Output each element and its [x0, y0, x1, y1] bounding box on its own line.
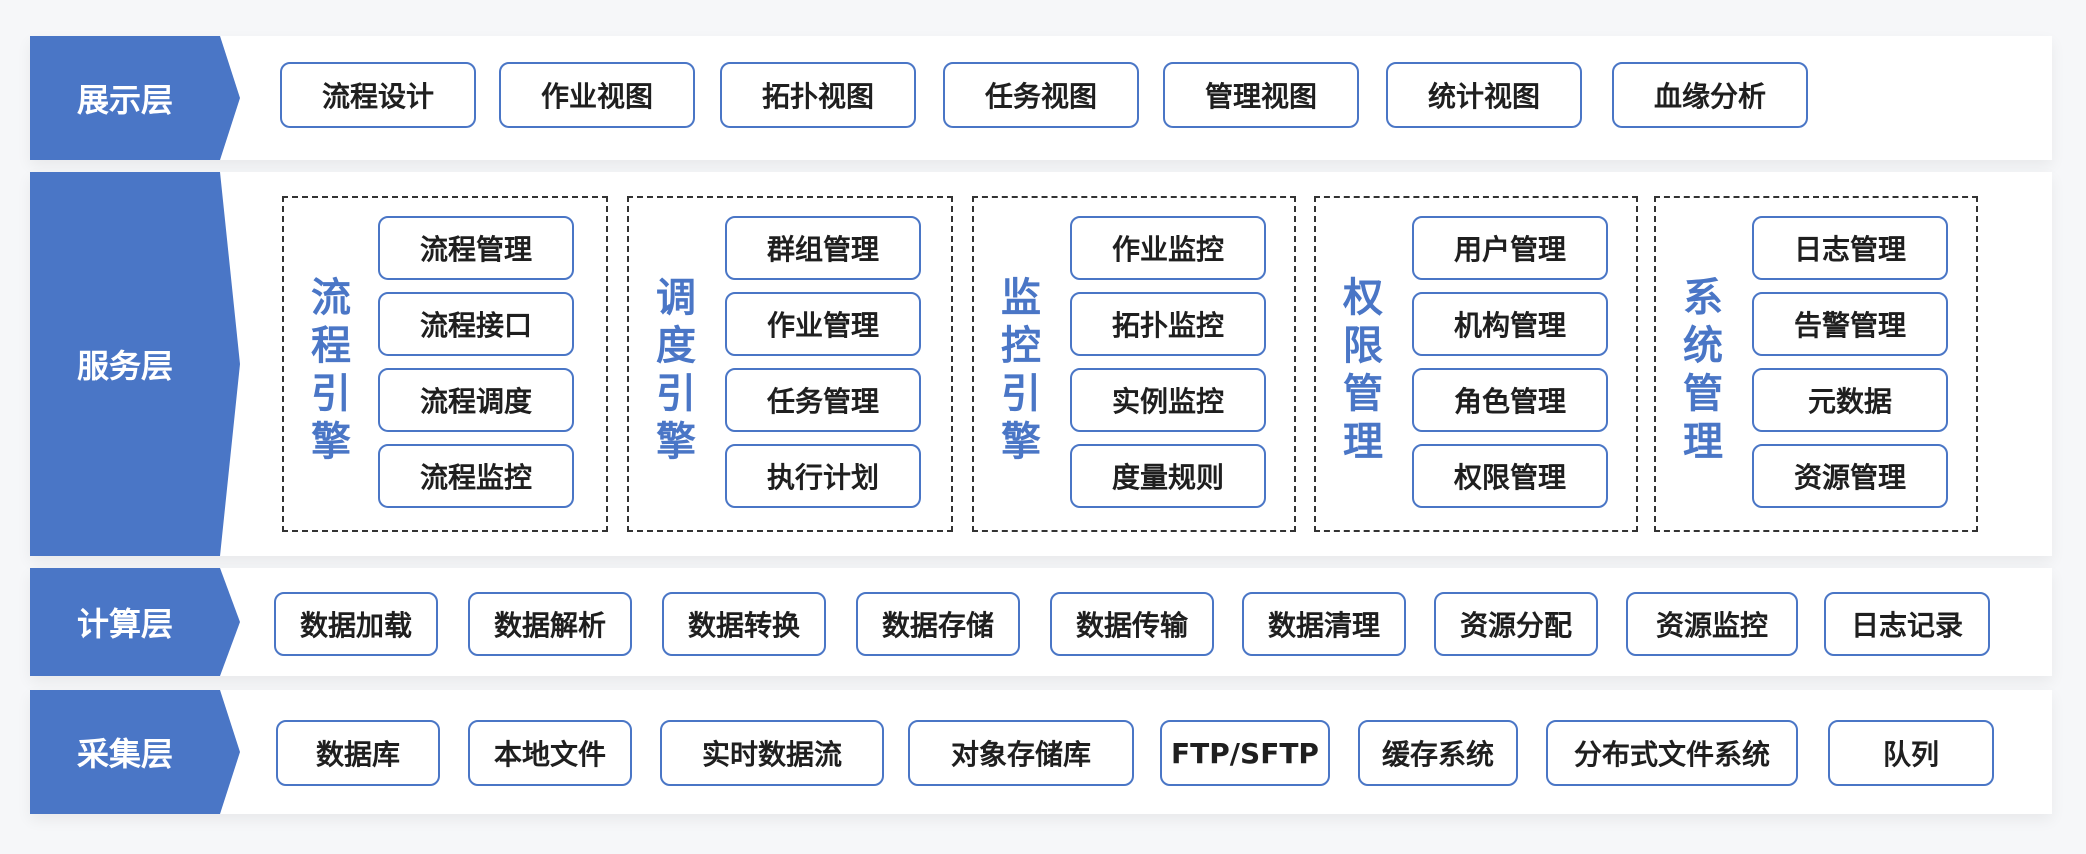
collection-item[interactable]: 分布式文件系统: [1546, 720, 1798, 786]
service-item[interactable]: 作业管理: [725, 292, 921, 356]
presentation-layer-tag: 展示层: [30, 36, 240, 160]
service-item[interactable]: 拓扑监控: [1070, 292, 1266, 356]
group-title: 调度引擎: [656, 275, 696, 465]
collection-item[interactable]: 实时数据流: [660, 720, 884, 786]
compute-item[interactable]: 数据存储: [856, 592, 1020, 656]
collection-item[interactable]: 缓存系统: [1358, 720, 1518, 786]
service-item[interactable]: 告警管理: [1752, 292, 1948, 356]
collection-item[interactable]: 本地文件: [468, 720, 632, 786]
service-item[interactable]: 流程调度: [378, 368, 574, 432]
service-item[interactable]: 机构管理: [1412, 292, 1608, 356]
presentation-item[interactable]: 流程设计: [280, 62, 476, 128]
service-layer: 服务层 流程引擎 流程管理 流程接口 流程调度 流程监控 调度引擎 群组管理 作…: [30, 172, 2052, 556]
presentation-item[interactable]: 作业视图: [499, 62, 695, 128]
service-item[interactable]: 任务管理: [725, 368, 921, 432]
service-item[interactable]: 流程监控: [378, 444, 574, 508]
service-item[interactable]: 角色管理: [1412, 368, 1608, 432]
compute-item[interactable]: 数据解析: [468, 592, 632, 656]
presentation-item[interactable]: 任务视图: [943, 62, 1139, 128]
service-item[interactable]: 作业监控: [1070, 216, 1266, 280]
group-title: 系统管理: [1683, 275, 1723, 465]
service-item[interactable]: 资源管理: [1752, 444, 1948, 508]
service-item[interactable]: 群组管理: [725, 216, 921, 280]
service-item[interactable]: 流程接口: [378, 292, 574, 356]
presentation-item[interactable]: 统计视图: [1386, 62, 1582, 128]
compute-item[interactable]: 资源监控: [1626, 592, 1798, 656]
presentation-item[interactable]: 管理视图: [1163, 62, 1359, 128]
service-item[interactable]: 执行计划: [725, 444, 921, 508]
service-group-process-engine: 流程引擎 流程管理 流程接口 流程调度 流程监控: [282, 196, 608, 532]
compute-layer-tag: 计算层: [30, 568, 240, 676]
service-group-scheduling-engine: 调度引擎 群组管理 作业管理 任务管理 执行计划: [627, 196, 953, 532]
presentation-item[interactable]: 拓扑视图: [720, 62, 916, 128]
service-group-monitoring-engine: 监控引擎 作业监控 拓扑监控 实例监控 度量规则: [972, 196, 1296, 532]
service-item[interactable]: 用户管理: [1412, 216, 1608, 280]
group-title: 监控引擎: [1001, 275, 1041, 465]
group-title: 流程引擎: [311, 275, 351, 465]
compute-item[interactable]: 数据清理: [1242, 592, 1406, 656]
service-item[interactable]: 日志管理: [1752, 216, 1948, 280]
service-layer-tag: 服务层: [30, 172, 240, 556]
group-title: 权限管理: [1343, 275, 1383, 465]
service-group-permission-management: 权限管理 用户管理 机构管理 角色管理 权限管理: [1314, 196, 1638, 532]
service-group-system-management: 系统管理 日志管理 告警管理 元数据 资源管理: [1654, 196, 1978, 532]
service-item[interactable]: 权限管理: [1412, 444, 1608, 508]
service-item[interactable]: 实例监控: [1070, 368, 1266, 432]
collection-item[interactable]: 队列: [1828, 720, 1994, 786]
service-item[interactable]: 流程管理: [378, 216, 574, 280]
compute-item[interactable]: 数据传输: [1050, 592, 1214, 656]
collection-item[interactable]: 数据库: [276, 720, 440, 786]
collection-item[interactable]: 对象存储库: [908, 720, 1134, 786]
collection-item[interactable]: FTP/SFTP: [1160, 720, 1330, 786]
compute-layer: 计算层 数据加载 数据解析 数据转换 数据存储 数据传输 数据清理 资源分配 资…: [30, 568, 2052, 676]
presentation-layer: 展示层 流程设计 作业视图 拓扑视图 任务视图 管理视图 统计视图 血缘分析: [30, 36, 2052, 160]
presentation-item[interactable]: 血缘分析: [1612, 62, 1808, 128]
service-item[interactable]: 度量规则: [1070, 444, 1266, 508]
compute-item[interactable]: 资源分配: [1434, 592, 1598, 656]
compute-item[interactable]: 数据加载: [274, 592, 438, 656]
compute-item[interactable]: 数据转换: [662, 592, 826, 656]
collection-layer: 采集层 数据库 本地文件 实时数据流 对象存储库 FTP/SFTP 缓存系统 分…: [30, 690, 2052, 814]
compute-item[interactable]: 日志记录: [1824, 592, 1990, 656]
collection-layer-tag: 采集层: [30, 690, 240, 814]
service-item[interactable]: 元数据: [1752, 368, 1948, 432]
